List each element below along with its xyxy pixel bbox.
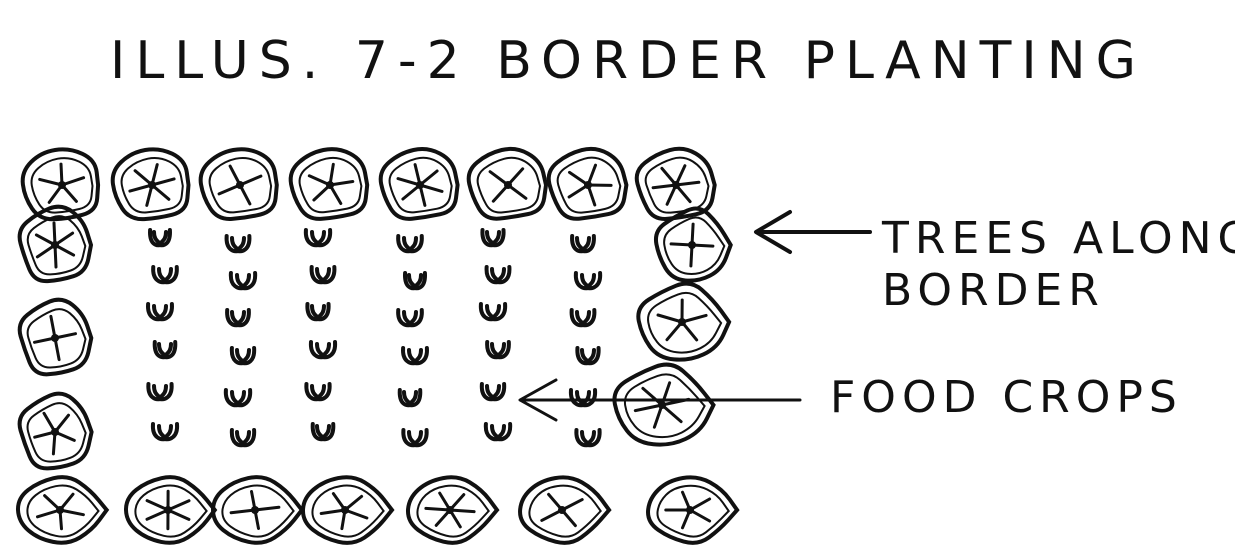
label-trees-line2: BORDER bbox=[882, 265, 1105, 316]
crop-symbol bbox=[150, 422, 180, 442]
tree-border bbox=[15, 146, 740, 545]
tree-symbol bbox=[518, 475, 612, 545]
crop-symbol bbox=[397, 388, 423, 408]
crop-symbol bbox=[310, 422, 336, 442]
crop-symbol bbox=[478, 302, 508, 322]
tree-symbol bbox=[210, 475, 305, 545]
crop-symbol bbox=[304, 382, 332, 402]
crop-symbol bbox=[484, 265, 512, 285]
crop-symbol bbox=[574, 428, 602, 448]
crop-symbol bbox=[401, 428, 429, 448]
crop-symbol bbox=[229, 346, 257, 366]
crop-symbol bbox=[151, 265, 179, 285]
tree-symbol bbox=[636, 281, 732, 362]
crop-symbol bbox=[396, 234, 424, 254]
tree-symbol bbox=[646, 475, 740, 545]
tree-symbol bbox=[110, 147, 191, 222]
tree-symbol bbox=[17, 297, 94, 377]
crop-symbol bbox=[309, 265, 337, 285]
crop-symbol bbox=[403, 271, 427, 291]
tree-symbol bbox=[546, 146, 629, 221]
crop-symbol bbox=[483, 422, 513, 442]
tree-symbol bbox=[654, 206, 733, 283]
crop-symbol bbox=[146, 302, 174, 322]
diagram-title: ILLUS. 7-2 BORDER PLANTING bbox=[110, 31, 1146, 91]
tree-symbol bbox=[123, 475, 218, 545]
tree-symbol bbox=[612, 362, 716, 447]
crop-symbol bbox=[570, 234, 596, 254]
crop-symbol bbox=[225, 308, 251, 328]
crop-symbol bbox=[152, 340, 178, 360]
crop-symbol bbox=[146, 382, 174, 402]
crop-symbol bbox=[575, 346, 601, 366]
tree-symbol bbox=[15, 475, 110, 545]
crop-symbol bbox=[148, 228, 172, 248]
tree-symbol bbox=[198, 147, 279, 221]
label-trees-line1: TREES ALONG bbox=[881, 213, 1235, 264]
tree-symbol bbox=[466, 146, 549, 221]
tree-symbol bbox=[288, 147, 370, 221]
food-crop-rows bbox=[146, 228, 603, 448]
crop-symbol bbox=[485, 340, 511, 360]
crop-symbol bbox=[223, 388, 253, 408]
crop-symbol bbox=[396, 308, 424, 328]
label-food-crops: FOOD CROPS bbox=[830, 372, 1183, 423]
tree-symbol bbox=[17, 204, 94, 284]
crop-symbol bbox=[573, 271, 603, 291]
crop-symbol bbox=[228, 271, 258, 291]
crop-symbol bbox=[569, 308, 597, 328]
crop-symbol bbox=[229, 428, 257, 448]
crop-symbol bbox=[568, 388, 598, 408]
tree-symbol bbox=[378, 147, 460, 221]
tree-symbol bbox=[17, 391, 94, 471]
tree-symbol bbox=[634, 146, 717, 221]
tree-symbol bbox=[301, 475, 395, 545]
crop-symbol bbox=[401, 346, 429, 366]
crop-symbol bbox=[303, 228, 333, 248]
crop-symbol bbox=[479, 382, 507, 402]
tree-symbol bbox=[20, 147, 101, 222]
crop-symbol bbox=[224, 234, 252, 254]
crop-symbol bbox=[305, 302, 331, 322]
tree-symbol bbox=[405, 475, 500, 545]
crop-symbol bbox=[308, 340, 338, 360]
crop-symbol bbox=[480, 228, 506, 248]
trees-arrow bbox=[754, 210, 872, 254]
food-arrow bbox=[518, 378, 802, 422]
